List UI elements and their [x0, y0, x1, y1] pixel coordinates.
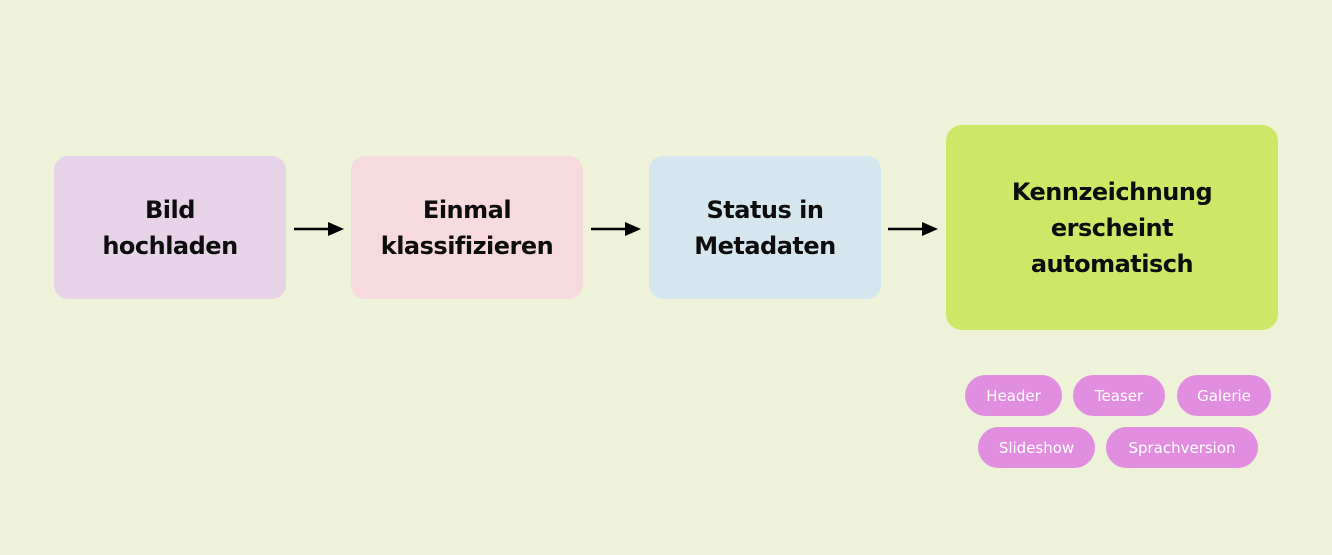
tag-sprachversion: Sprachversion — [1106, 427, 1258, 468]
tag-slideshow: Slideshow — [978, 427, 1095, 468]
arrow-right-icon — [888, 222, 938, 236]
tag-slideshow-label: Slideshow — [998, 438, 1075, 457]
step-label-appears-automatically: Kennzeichnung erscheint automatisch — [946, 125, 1278, 330]
arrow-right-icon — [591, 222, 641, 236]
step-classify-once-label: Einmal klassifizieren — [380, 195, 554, 260]
tag-sprachversion-label: Sprachversion — [1128, 438, 1236, 457]
step-status-metadata: Status in Metadaten — [649, 156, 881, 299]
tag-teaser-label: Teaser — [1094, 386, 1144, 405]
step-status-metadata-label: Status in Metadaten — [694, 195, 836, 260]
tag-header-label: Header — [986, 386, 1041, 405]
step-upload-image-label: Bild hochladen — [102, 195, 238, 260]
tag-header: Header — [965, 375, 1062, 416]
step-label-appears-automatically-label: Kennzeichnung erscheint automatisch — [1011, 177, 1213, 278]
tag-teaser: Teaser — [1073, 375, 1165, 416]
step-classify-once: Einmal klassifizieren — [351, 156, 583, 299]
tag-galerie: Galerie — [1177, 375, 1271, 416]
step-upload-image: Bild hochladen — [54, 156, 286, 299]
tag-galerie-label: Galerie — [1197, 386, 1251, 405]
arrow-right-icon — [294, 222, 344, 236]
